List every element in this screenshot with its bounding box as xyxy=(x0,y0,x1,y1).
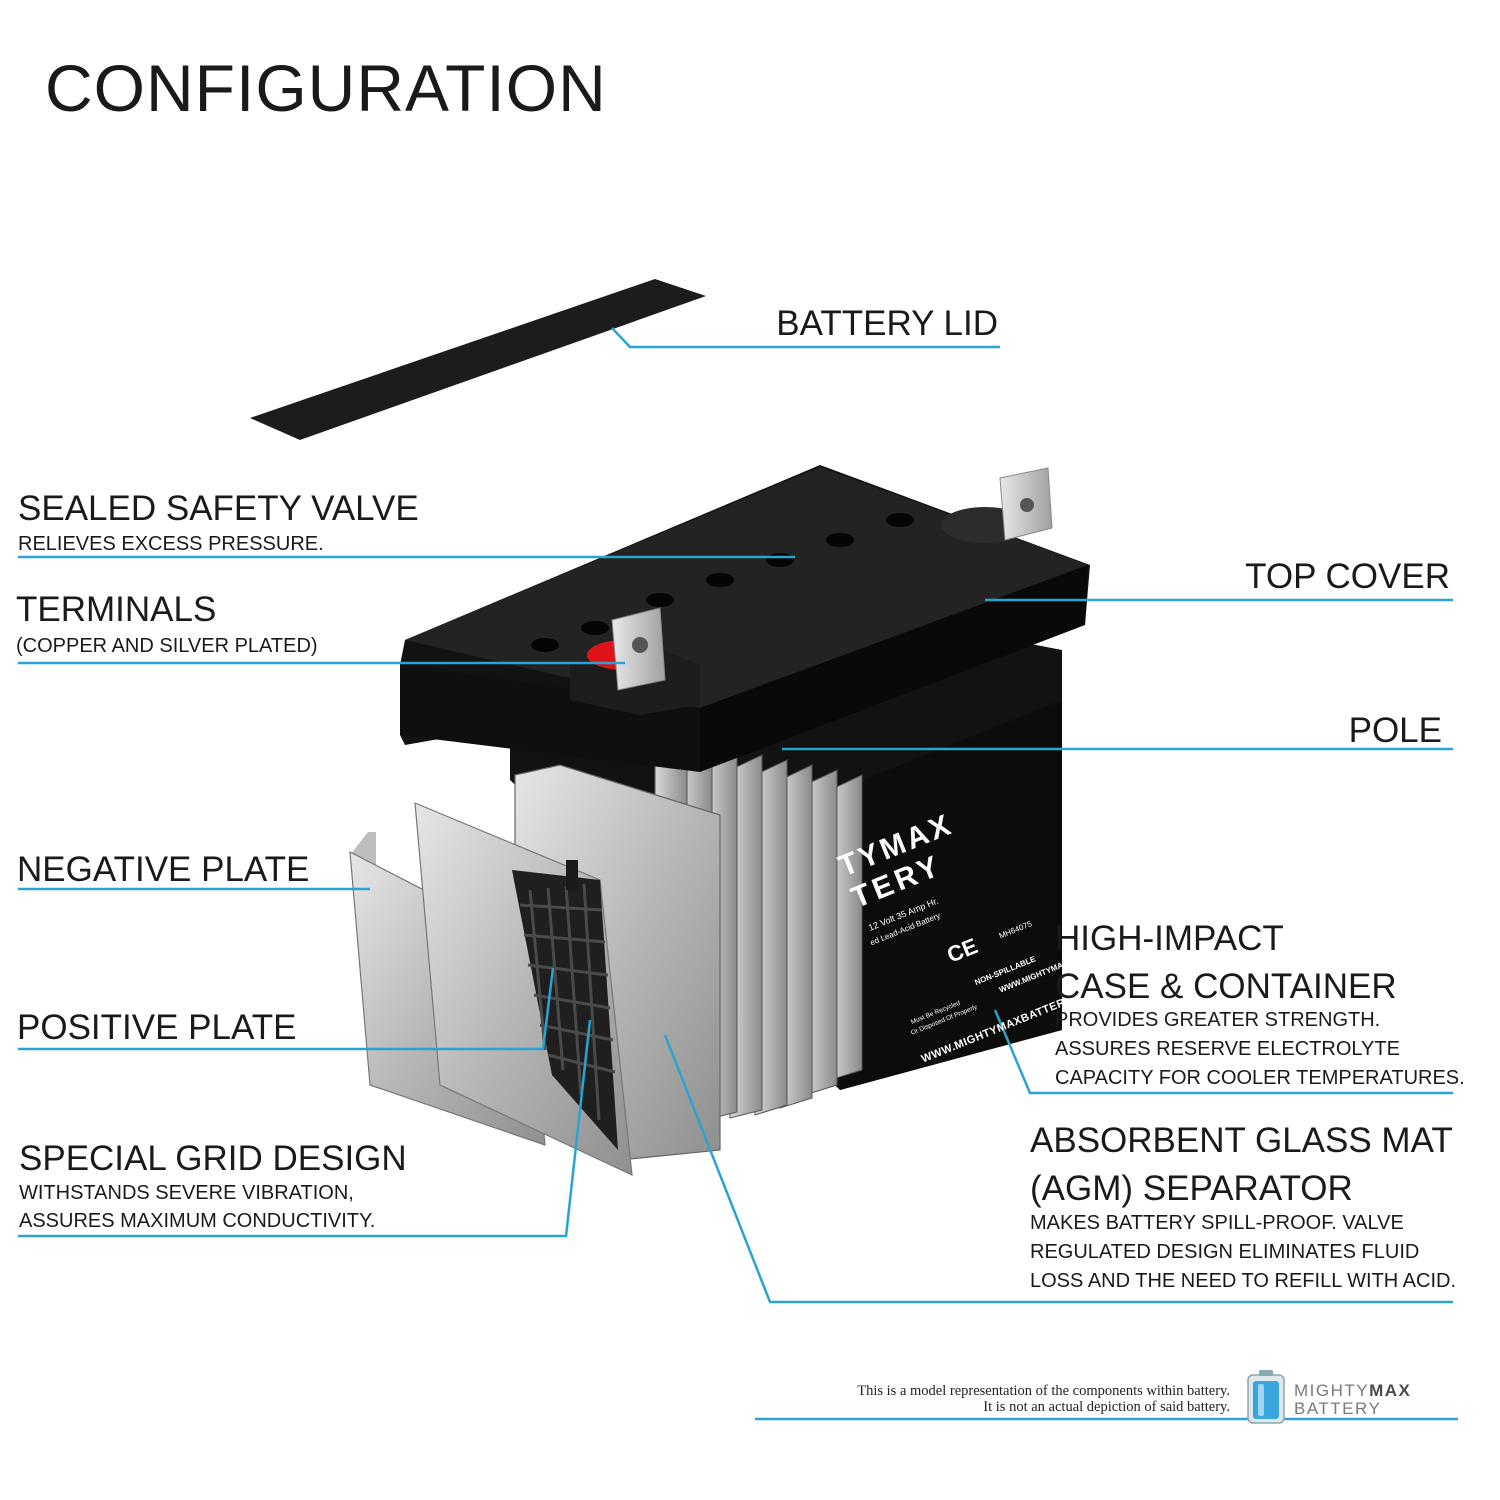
disclaimer-line1: This is a model representation of the co… xyxy=(857,1383,1230,1399)
label-battery-lid: BATTERY LID xyxy=(776,304,998,343)
page-title: CONFIGURATION xyxy=(45,51,607,125)
terminal-negative xyxy=(999,467,1053,541)
sub-case-3: CAPACITY FOR COOLER TEMPERATURES. xyxy=(1055,1067,1465,1089)
case-front-face xyxy=(838,700,1062,1090)
top-cover-shape xyxy=(400,465,1090,772)
brand-logo-text: MIGHTYMAX BATTERY xyxy=(1294,1382,1411,1418)
label-sealed-safety-valve: SEALED SAFETY VALVE xyxy=(18,489,419,528)
label-pole: POLE xyxy=(1348,711,1442,750)
sub-sealed-safety-valve: RELIEVES EXCESS PRESSURE. xyxy=(18,533,324,555)
label-special-grid-design: SPECIAL GRID DESIGN xyxy=(19,1139,407,1178)
terminal-positive xyxy=(611,607,666,691)
sub-terminals: (COPPER AND SILVER PLATED) xyxy=(16,635,318,657)
label-negative-plate: NEGATIVE PLATE xyxy=(17,850,310,889)
brand-word-battery: BATTERY xyxy=(1294,1398,1382,1418)
label-positive-plate: POSITIVE PLATE xyxy=(17,1008,297,1047)
disclaimer-line2: It is not an actual depiction of said ba… xyxy=(983,1399,1230,1415)
sub-case-1: PROVIDES GREATER STRENGTH. xyxy=(1055,1009,1381,1031)
leader-lines xyxy=(18,327,1458,1421)
sub-grid-design-1: WITHSTANDS SEVERE VIBRATION, xyxy=(19,1182,354,1204)
label-top-cover: TOP COVER xyxy=(1245,557,1450,596)
battery-lid-strip xyxy=(250,279,706,440)
sub-case-2: ASSURES RESERVE ELECTROLYTE xyxy=(1055,1038,1400,1060)
brand-word-mighty: MIGHTY xyxy=(1294,1381,1370,1400)
label-case-line2: CASE & CONTAINER xyxy=(1055,967,1397,1006)
sub-agm-2: REGULATED DESIGN ELIMINATES FLUID xyxy=(1030,1241,1420,1263)
sub-agm-1: MAKES BATTERY SPILL-PROOF. VALVE xyxy=(1030,1212,1404,1234)
sub-grid-design-2: ASSURES MAXIMUM CONDUCTIVITY. xyxy=(19,1210,376,1232)
sub-agm-3: LOSS AND THE NEED TO REFILL WITH ACID. xyxy=(1030,1270,1457,1292)
label-case-line1: HIGH-IMPACT xyxy=(1055,919,1284,958)
label-agm-line2: (AGM) SEPARATOR xyxy=(1030,1169,1353,1208)
label-agm-line1: ABSORBENT GLASS MAT xyxy=(1030,1121,1453,1160)
grid-plate-shape xyxy=(512,860,618,1150)
brand-word-max: MAX xyxy=(1369,1381,1412,1400)
label-terminals: TERMINALS xyxy=(16,590,217,629)
